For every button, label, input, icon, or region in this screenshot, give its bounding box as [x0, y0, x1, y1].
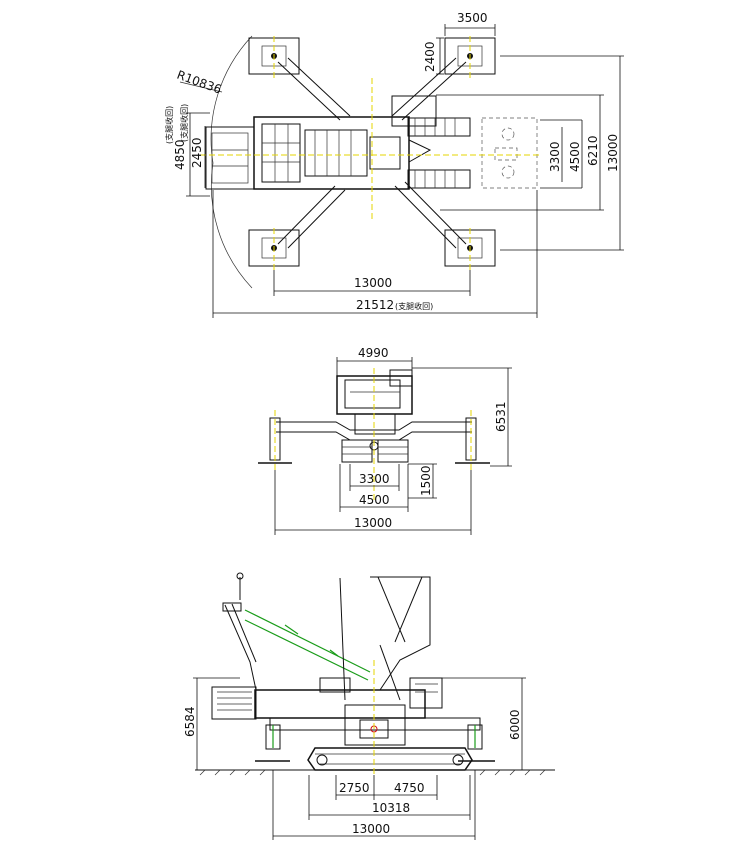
carbody-dashed-outline [481, 117, 538, 189]
dim-3500: 3500 [457, 11, 488, 25]
side-superstructure [211, 677, 443, 720]
dim-2400: 2400 [423, 41, 437, 72]
centerlines-top [200, 36, 540, 270]
dim-13000-front: 13000 [354, 516, 392, 530]
front-centerlines [274, 368, 472, 500]
dim-13000-bottom: 13000 [354, 276, 392, 290]
boom-foot-top [391, 95, 471, 189]
side-carbody [255, 704, 495, 762]
dim-4990: 4990 [358, 346, 389, 360]
dim-4500-top: 4500 [568, 141, 582, 172]
dim-13000-side: 13000 [352, 822, 390, 836]
dim-13000-right: 13000 [606, 134, 620, 172]
dim-6584: 6584 [183, 706, 197, 737]
front-view: 4990 6531 3300 1500 4500 13000 [258, 346, 512, 535]
dim-2450: 2450 [190, 137, 204, 168]
counterweight-block [205, 126, 255, 190]
dim-4850: 4850 [173, 139, 187, 170]
top-view: 3500 2400 R10836 4850 (支腿收回) 2450 (支腿收回)… [164, 11, 624, 318]
dim-2450-note: (支腿收回) [179, 104, 189, 142]
side-dimensions [193, 677, 526, 840]
dim-4850-note: (支腿收回) [164, 106, 174, 144]
superstructure-top [253, 116, 410, 190]
dim-6000: 6000 [508, 709, 522, 740]
dim-radius: R10836 [175, 68, 223, 97]
dim-21512-note: (支腿收回) [395, 301, 433, 311]
front-crawlers [341, 439, 409, 463]
dim-4750: 4750 [394, 781, 425, 795]
dim-10318: 10318 [372, 801, 410, 815]
ground-hatch [199, 769, 546, 776]
radius-leader [179, 81, 223, 93]
dim-1500: 1500 [419, 465, 433, 496]
dim-6531: 6531 [494, 401, 508, 432]
side-boom [339, 576, 431, 701]
dim-21512: 21512 [356, 298, 394, 312]
side-outrigger-green [272, 725, 476, 748]
dim-6210: 6210 [586, 135, 600, 166]
side-mast [222, 572, 257, 691]
swing-radius-arc [210, 35, 253, 289]
front-dimensions [274, 357, 512, 535]
dim-4500-front: 4500 [359, 493, 390, 507]
dimensions-top [186, 24, 624, 318]
outrigger-beams [277, 57, 467, 249]
dim-2750: 2750 [339, 781, 370, 795]
side-view: 6584 6000 2750 4750 10318 13000 [183, 572, 555, 840]
side-crawler-track [307, 747, 473, 771]
dim-3300-front: 3300 [359, 472, 390, 486]
side-luffing-green [244, 609, 371, 681]
dim-3300-top: 3300 [548, 141, 562, 172]
